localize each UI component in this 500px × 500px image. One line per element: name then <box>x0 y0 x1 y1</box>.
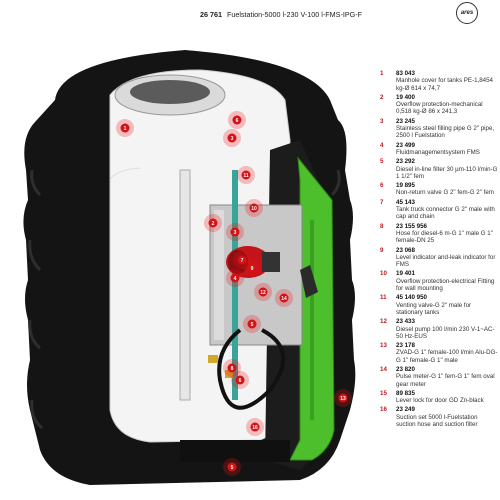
tank-ridges <box>28 169 341 430</box>
legend-item: 4 23 499 Fluidmanagementsystem FMS <box>380 141 480 156</box>
marker: 12 <box>254 283 272 301</box>
marker: 3 <box>226 223 244 241</box>
marker: 14 <box>275 289 293 307</box>
svg-text:12: 12 <box>260 290 266 296</box>
marker: 9 <box>243 259 261 277</box>
parts-legend: 1 83 043 Manhole cover for tanks PE-1,84… <box>376 70 498 430</box>
svg-text:7: 7 <box>241 258 244 264</box>
svg-text:8: 8 <box>231 366 234 372</box>
legend-item: 1 83 043 Manhole cover for tanks PE-1,84… <box>380 70 493 92</box>
legend-item: 3 23 245 Stainless steel filling pipe G … <box>380 117 495 140</box>
svg-text:4: 4 <box>234 276 237 282</box>
marker: 5 <box>243 315 261 333</box>
svg-text:3: 3 <box>231 136 234 142</box>
legend-item: 9 23 068 Level indicator and-leak indica… <box>380 246 496 269</box>
legend-item: 5 23 292 Diesel in-line filter 30 µm-110… <box>380 158 498 180</box>
svg-text:3: 3 <box>234 230 237 236</box>
product-title: 26 761 Fuelstation-5000 l-230 V-100 l-FM… <box>200 8 452 22</box>
marker: 16 <box>246 418 264 436</box>
callout-markers: 1 6 3 11 10 2 <box>116 111 352 476</box>
svg-text:5: 5 <box>231 465 234 471</box>
marker: 8 <box>223 359 241 377</box>
svg-text:10: 10 <box>251 206 257 212</box>
marker: 6 <box>231 371 249 389</box>
svg-text:6: 6 <box>239 378 242 384</box>
filling-pipe <box>179 169 191 401</box>
svg-text:1: 1 <box>124 126 127 132</box>
inner-tank <box>109 69 291 443</box>
marker: 6 <box>228 111 246 129</box>
legend-item: 8 23 155 956 Hose for diesel-6 m-G 1" ma… <box>380 222 493 245</box>
legend-item: 14 23 820 Pulse meter-G 1" fem-G 1" fem … <box>380 365 495 388</box>
marker: 5 <box>223 458 241 476</box>
svg-text:9: 9 <box>251 266 254 272</box>
svg-text:11: 11 <box>243 173 249 179</box>
legend-item: 2 19 400 Overflow protection-mechanical … <box>380 93 483 116</box>
svg-text:14: 14 <box>281 296 287 302</box>
legend-item: 13 23 178 ZVAD-G 1" female-100 l/min Alu… <box>380 342 498 364</box>
svg-text:5: 5 <box>251 322 254 328</box>
fuel-nozzle <box>300 265 318 298</box>
legend-item: 12 23 433 Diesel pump 100 l/min 230 V-1~… <box>380 318 495 340</box>
svg-text:2: 2 <box>212 221 215 227</box>
legend-item: 6 19 895 Non-return valve G 2" fem-G 2" … <box>380 182 494 197</box>
ares-logo: ares <box>456 2 478 24</box>
marker: 13 <box>334 389 352 407</box>
product-code: 26 761 <box>200 10 222 19</box>
svg-text:6: 6 <box>236 118 239 124</box>
legend-item: 10 19 401 Overflow protection-electrical… <box>380 270 495 293</box>
marker: 4 <box>226 269 244 287</box>
marker: 2 <box>204 214 222 232</box>
marker: 3 <box>223 129 241 147</box>
marker: 11 <box>237 166 255 184</box>
marker: 10 <box>245 199 263 217</box>
svg-text:13: 13 <box>340 396 346 402</box>
level-pipe <box>232 170 238 400</box>
marker: 1 <box>116 119 134 137</box>
fuelstation-illustration: 1 6 3 11 10 2 <box>0 30 370 500</box>
marker: 7 <box>233 251 251 269</box>
fuel-hose <box>217 328 286 410</box>
legend-item: 16 23 249 Suction set 5000 l-Fuelstation… <box>380 406 478 429</box>
product-name: Fuelstation-5000 l-230 V-100 l-FMS-IPG-F <box>226 10 363 19</box>
svg-text:16: 16 <box>252 425 258 431</box>
legend-item: 7 45 143 Tank truck connector G 2" male … <box>380 198 495 221</box>
legend-item: 15 89 835 Lever lock for door GD Zn-blac… <box>380 389 484 405</box>
legend-item: 11 45 140 950 Venting valve-G 2" male fo… <box>380 294 472 316</box>
